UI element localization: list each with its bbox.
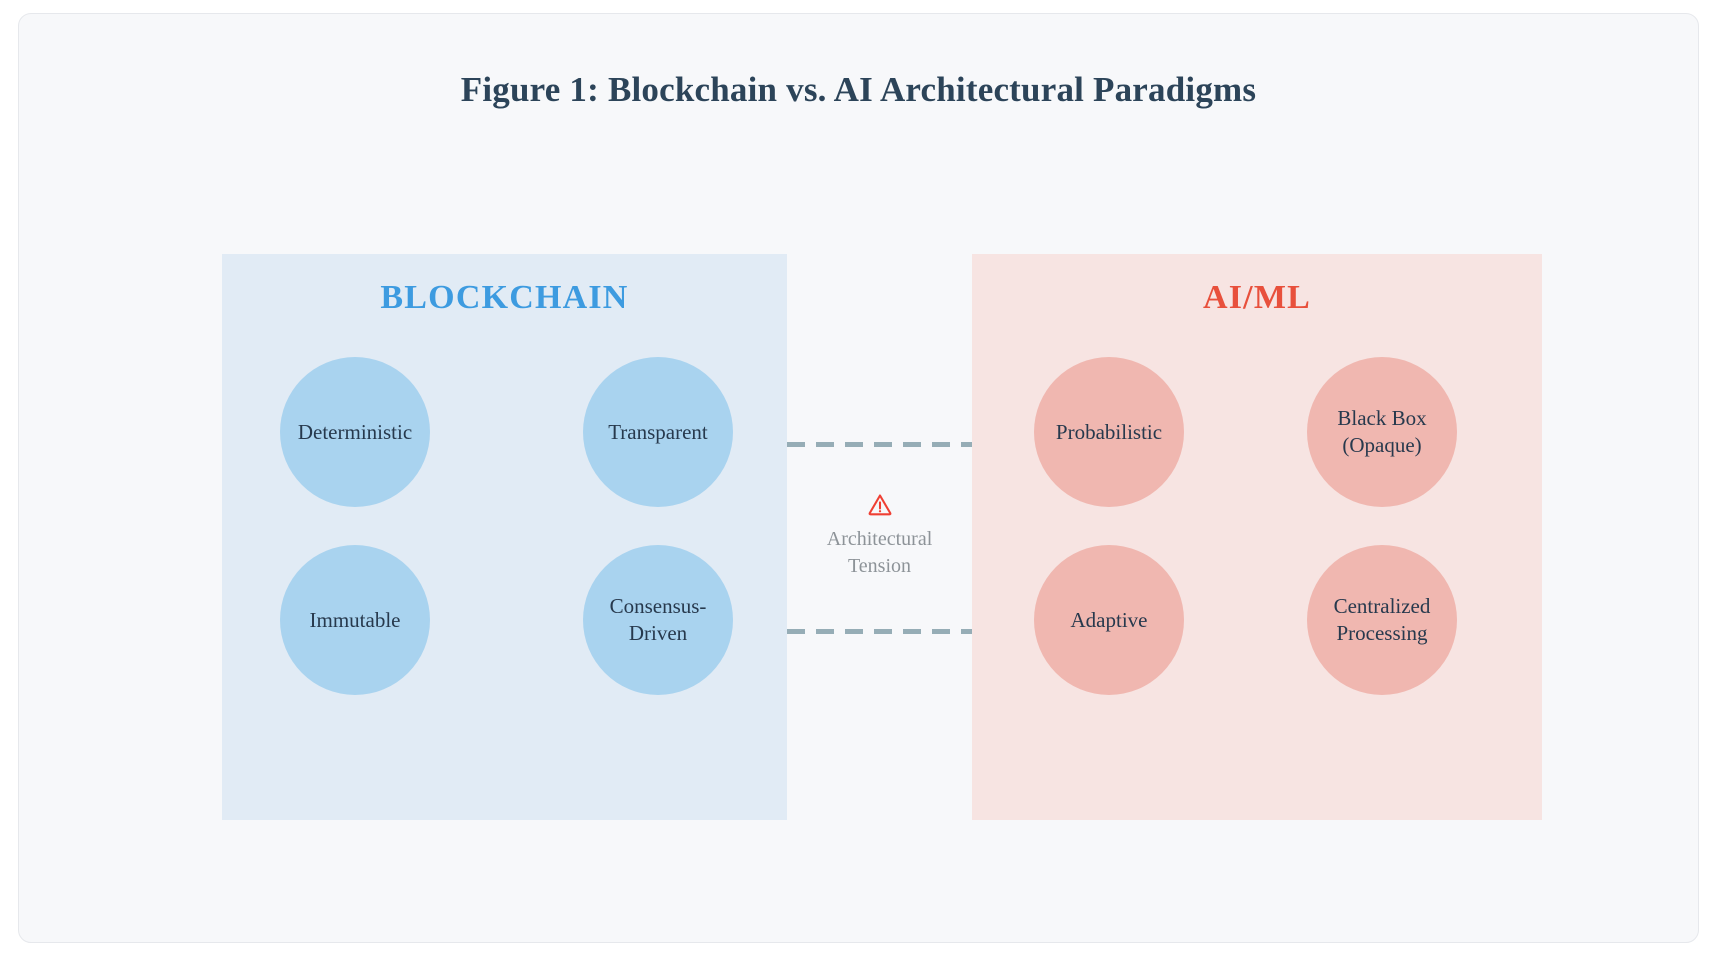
node-label: Immutable <box>309 607 401 632</box>
node-label: Consensus-Driven <box>609 594 707 645</box>
node-label: Black Box(Opaque) <box>1337 406 1427 457</box>
node-black-box-opaque[interactable]: Black Box(Opaque) <box>1307 357 1457 507</box>
node-adaptive[interactable]: Adaptive <box>1034 545 1184 695</box>
panel-blockchain-heading: BLOCKCHAIN <box>380 279 629 316</box>
node-consensus-driven[interactable]: Consensus-Driven <box>583 545 733 695</box>
connector-dashed-bottom <box>787 629 972 634</box>
node-immutable[interactable]: Immutable <box>280 545 430 695</box>
node-label: Transparent <box>608 419 708 444</box>
warning-triangle-icon <box>868 494 891 516</box>
node-label: Deterministic <box>297 419 413 444</box>
panel-blockchain: BLOCKCHAIN Deterministic Transparent Imm… <box>222 254 787 820</box>
panel-ai: AI/ML Probabilistic Black Box(Opaque) Ad… <box>972 254 1542 820</box>
figure-title: Figure 1: Blockchain vs. AI Architectura… <box>460 70 1257 109</box>
node-deterministic[interactable]: Deterministic <box>280 357 430 507</box>
panel-ai-heading: AI/ML <box>1203 279 1311 316</box>
node-probabilistic[interactable]: Probabilistic <box>1034 357 1184 507</box>
connector-dashed-top <box>787 442 972 447</box>
node-transparent[interactable]: Transparent <box>583 357 733 507</box>
node-label: Adaptive <box>1070 607 1148 632</box>
figure-card: Figure 1: Blockchain vs. AI Architectura… <box>18 13 1699 943</box>
node-label: Probabilistic <box>1055 419 1163 444</box>
